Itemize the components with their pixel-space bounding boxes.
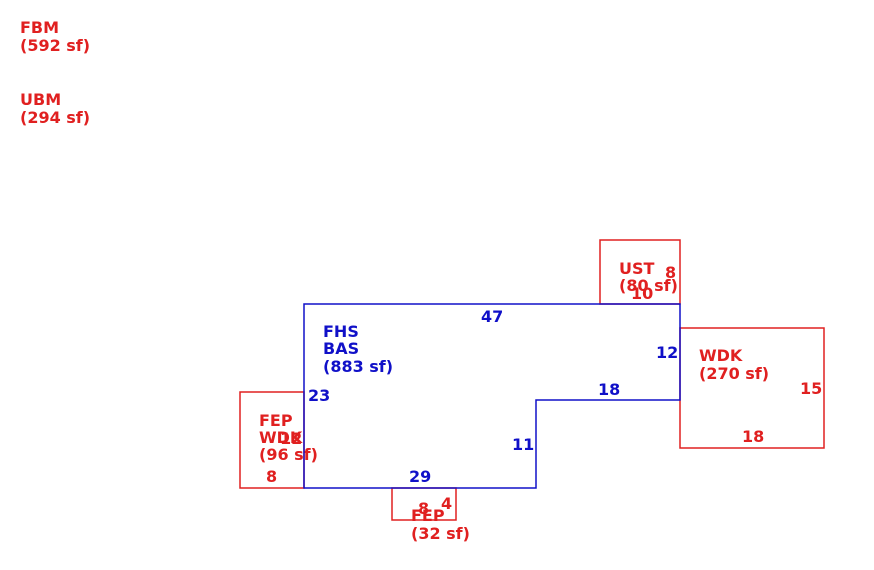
fep-wdk-left-label-2: WDK [259,428,303,447]
main-dim-inner: 11 [512,435,534,454]
legend-ubm-code: UBM [20,90,61,109]
ust-dim-bottom: 10 [631,284,653,303]
main-label-1: FHS [323,322,359,341]
main-house-outline [303,303,681,489]
main-dim-left: 23 [308,386,330,405]
fep-bottom-dim-a: 8 [418,499,429,518]
wdk-right-label: WDK [699,346,743,365]
fep-wdk-left-dim-side: 12 [280,429,302,448]
ust-label: UST [619,259,655,278]
fep-bottom-dim-b: 4 [441,494,452,513]
main-area: (883 sf) [323,357,393,376]
fep-wdk-left-area: (96 sf) [259,445,318,464]
wdk-right-area: (270 sf) [699,364,769,383]
ust-dim-side: 8 [665,263,676,282]
fep-wdk-left-dim-bottom: 8 [266,467,277,486]
main-label-2: BAS [323,339,359,358]
main-dim-step: 18 [598,380,620,399]
wdk-right-dim-bottom: 18 [742,427,764,446]
fep-bottom-label: FEP [411,506,445,525]
wdk-right-dim-side: 15 [800,379,822,398]
main-dim-right: 12 [656,343,678,362]
main-dim-bottom: 29 [409,467,431,486]
legend-fbm-area: (592 sf) [20,36,90,55]
fep-bottom-area: (32 sf) [411,524,470,543]
fep-wdk-left-label-1: FEP [259,411,293,430]
main-dim-top: 47 [481,307,503,326]
legend-fbm-code: FBM [20,18,59,37]
legend-ubm-area: (294 sf) [20,108,90,127]
ust-area: (80 sf) [619,276,678,295]
